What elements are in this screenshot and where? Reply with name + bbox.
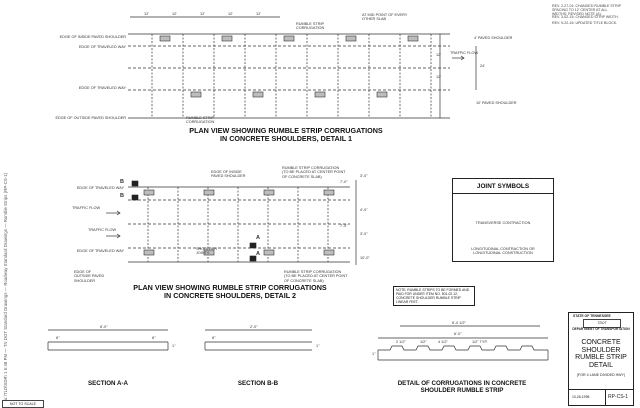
corrugation-title-line1: DETAIL OF CORRUGATIONS IN CONCRETE bbox=[397, 380, 527, 387]
corr-dim-groove: 4 1/2" bbox=[438, 340, 448, 344]
longitudinal-contraction-label: LONGITUDINAL CONTRACTION OR LONGITUDINAL… bbox=[471, 247, 535, 256]
corrugation-title-line2: SHOULDER RUMBLE STRIP bbox=[420, 387, 504, 394]
section-a-dim-left: 8" bbox=[56, 336, 60, 340]
title-line-3: RUMBLE STRIP bbox=[575, 354, 627, 362]
tdot-logo: TDOT bbox=[583, 319, 621, 328]
section-a-width-dim: 6'-0" bbox=[100, 325, 108, 329]
dim-5: 12' bbox=[256, 12, 261, 16]
traffic-flow-label-1: TRAFFIC FLOW bbox=[450, 51, 479, 55]
department-name: DEPARTMENT OF TRANSPORTATION bbox=[572, 327, 630, 331]
title-block-footer: 10-26-1998 RP-CS-1 bbox=[569, 389, 633, 405]
revision-note-2: REV. 3-02-15: CHANGED STRIP WIDTH. bbox=[552, 15, 619, 19]
section-mark-b-top: B bbox=[120, 179, 124, 185]
section-b-width-dim: 2'-0" bbox=[250, 325, 258, 329]
section-mark-a-bottom: A bbox=[256, 251, 260, 257]
corr-dim-typ: 1/2" TYP. bbox=[472, 340, 488, 344]
traffic-flow-label-3: TRAFFIC FLOW bbox=[88, 228, 117, 232]
edge-outside-shoulder-label: EDGE OF OUTSIDE PAVED SHOULDER bbox=[55, 116, 126, 120]
rumble-strip-label-bottom: RUMBLE STRIP CORRUGATION bbox=[186, 116, 215, 125]
title-line-1: CONCRETE bbox=[581, 339, 621, 346]
edge-traveled-way-label-2: EDGE OF TRAVELED WAY bbox=[78, 86, 126, 90]
revision-note-1: REV. 2-27-01: CHANGED RUMBLE STRIP SPACI… bbox=[552, 4, 621, 17]
section-a-dim-right: 8" bbox=[152, 336, 156, 340]
drawing-subtitle: (FOR 4 LANE DIVIDED HWY) bbox=[576, 373, 626, 377]
section-b-thickness: 1" bbox=[316, 344, 320, 348]
total-width-24ft: 24' bbox=[480, 64, 485, 68]
transverse-contraction-label: TRANSVERSE CONTRACTION bbox=[475, 221, 531, 225]
dim-3: 12' bbox=[200, 12, 205, 16]
title-line-4: DETAIL bbox=[589, 361, 613, 369]
drawing-date: 10-26-1998 bbox=[572, 395, 590, 399]
title-block: STATE OF TENNESSEE TDOT DEPARTMENT OF TR… bbox=[568, 312, 634, 406]
section-mark-a-top: A bbox=[256, 235, 260, 241]
traffic-flow-label-2: TRAFFIC FLOW bbox=[72, 206, 101, 210]
paved-shoulder-10ft: 10' PAVED SHOULDER bbox=[476, 101, 517, 105]
section-b-b-label: SECTION B-B bbox=[237, 380, 279, 387]
drawing-code: RP-CS-1 bbox=[607, 394, 628, 400]
section-mark-b-bottom: B bbox=[120, 193, 124, 199]
edge-traveled-way-label-3: EDGE OF TRAVELED WAY bbox=[76, 186, 124, 190]
joint-symbols-title: JOINT SYMBOLS bbox=[476, 183, 530, 190]
dim-1: 12' bbox=[144, 12, 149, 16]
footer-divider bbox=[605, 390, 606, 405]
detail2-title-line1: PLAN VIEW SHOWING RUMBLE STRIP CORRUGATI… bbox=[133, 283, 327, 292]
title-line-2: SHOULDER bbox=[581, 346, 621, 354]
edge-traveled-way-label-1: EDGE OF TRAVELED WAY bbox=[78, 45, 126, 49]
section-a-a-label: SECTION A-A bbox=[88, 380, 128, 387]
corr-dim-spacing: 2 1/2" bbox=[396, 340, 406, 344]
detail1-title-line1: PLAN VIEW SHOWING RUMBLE STRIP CORRUGATI… bbox=[189, 126, 383, 135]
joint-midpoint-note: AT MID POINT OF EVERY OTHER SLAB bbox=[362, 13, 408, 22]
side-dim-1: 12' bbox=[436, 53, 441, 57]
drawing-title: CONCRETE SHOULDER RUMBLE STRIP DETAIL bbox=[569, 339, 633, 369]
right-dim-5: 3'-0" bbox=[360, 232, 368, 236]
edge-outside-shoulder-label-2: EDGE OF OUTSIDE PAVED SHOULDER bbox=[74, 270, 105, 283]
state-name: STATE OF TENNESSEE bbox=[573, 314, 611, 318]
edge-traveled-way-label-4: EDGE OF TRAVELED WAY bbox=[76, 249, 124, 253]
right-dim-3: 4'-0" bbox=[360, 208, 368, 212]
section-a-thickness: 1" bbox=[172, 344, 176, 348]
rumble-strip-label-bottom-2: RUMBLE STRIP CORRUGATION (TO BE PLACED A… bbox=[284, 270, 348, 283]
paying-note: NOTE: RUMBLE STRIPS TO BE FORMED AND PAI… bbox=[393, 286, 475, 306]
revision-note-3: REV. 9-22-16: UPDATED TITLE BLOCK. bbox=[552, 21, 618, 25]
rumble-strip-label-top-2: RUMBLE STRIP CORRUGATION (TO BE PLACED A… bbox=[282, 166, 346, 179]
legend-divider bbox=[453, 193, 553, 194]
edge-inside-shoulder-label: EDGE OF INSIDE PAVED SHOULDER bbox=[59, 35, 126, 39]
corr-dim-overall: 6'-0 1/2" bbox=[452, 321, 466, 325]
corr-dim-strip: 6'-0" bbox=[454, 332, 462, 336]
detail1-title-line2: IN CONCRETE SHOULDERS, DETAIL 1 bbox=[220, 134, 352, 143]
rumble-strip-label-top: RUMBLE STRIP CORRUGATION bbox=[296, 22, 325, 31]
corr-dim-depth: 1/2" bbox=[420, 340, 427, 344]
corr-dim-thickness: 1" bbox=[372, 352, 376, 356]
right-dim-4: 7'-0" bbox=[340, 224, 348, 228]
dim-2: 12' bbox=[172, 12, 177, 16]
shoulder-joints-label: SHOULDER JOINTS bbox=[196, 247, 218, 256]
section-b-dim-left: 8" bbox=[212, 336, 216, 340]
paved-shoulder-4ft: 4' PAVED SHOULDER bbox=[474, 36, 513, 40]
right-dim-1: 7'-0" bbox=[340, 180, 348, 184]
dim-4: 12' bbox=[228, 12, 233, 16]
right-dim-2: 3'-0" bbox=[360, 174, 368, 178]
edge-inside-shoulder-label-2: EDGE OF INSIDE PAVED SHOULDER bbox=[211, 170, 246, 179]
right-dim-6: 10'-0" bbox=[360, 256, 370, 260]
detail2-title-line2: IN CONCRETE SHOULDERS, DETAIL 2 bbox=[164, 291, 296, 300]
joint-symbols-legend: JOINT SYMBOLS TRANSVERSE CONTRACTION LON… bbox=[452, 178, 554, 262]
side-dim-2: 12' bbox=[436, 75, 441, 79]
